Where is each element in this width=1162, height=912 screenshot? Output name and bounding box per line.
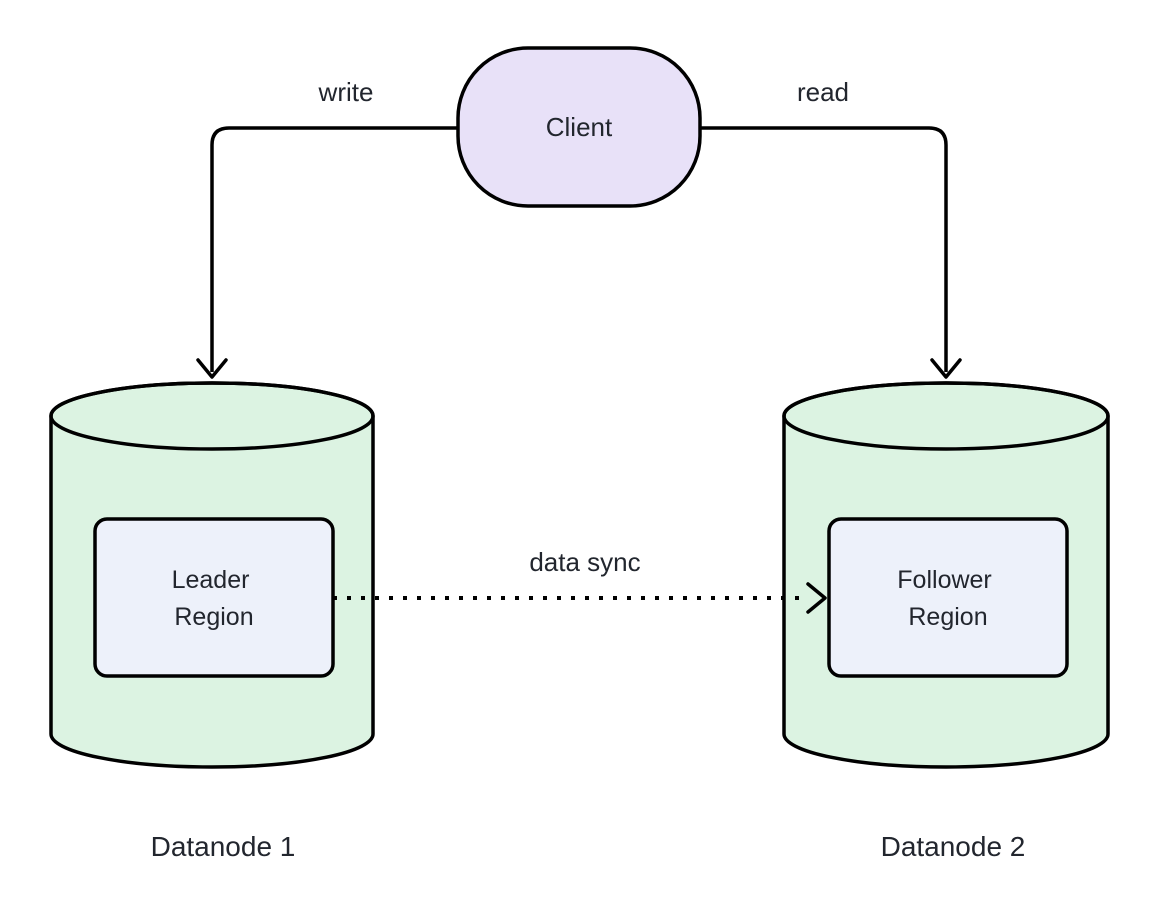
read-edge: read — [700, 77, 962, 379]
datanode1-cylinder-top-rim — [49, 381, 375, 451]
follower-region-shape — [827, 517, 1069, 678]
datanode2-cylinder-top-rim — [782, 381, 1110, 451]
follower-region-node: Follower Region — [827, 517, 1069, 678]
datanode2-caption: Datanode 2 — [881, 831, 1026, 862]
write-edge-line — [210, 126, 458, 372]
data-sync-edge: data sync — [333, 547, 827, 614]
data-sync-arrowhead-icon — [806, 582, 827, 614]
client-label: Client — [546, 112, 613, 142]
leader-region-node: Leader Region — [93, 517, 335, 678]
write-arrowhead-icon — [196, 358, 228, 379]
read-edge-label: read — [797, 77, 849, 107]
leader-region-shape — [93, 517, 335, 678]
client-shape — [456, 46, 702, 208]
write-edge: write — [196, 77, 458, 379]
read-edge-line — [700, 126, 948, 372]
leader-region-label: Leader Region — [172, 566, 257, 631]
write-edge-label: write — [318, 77, 374, 107]
follower-region-label: Follower Region — [897, 566, 998, 631]
data-sync-label: data sync — [529, 547, 640, 577]
datanode1-caption: Datanode 1 — [151, 831, 296, 862]
client-node: Client — [456, 46, 702, 208]
read-arrowhead-icon — [930, 358, 962, 379]
